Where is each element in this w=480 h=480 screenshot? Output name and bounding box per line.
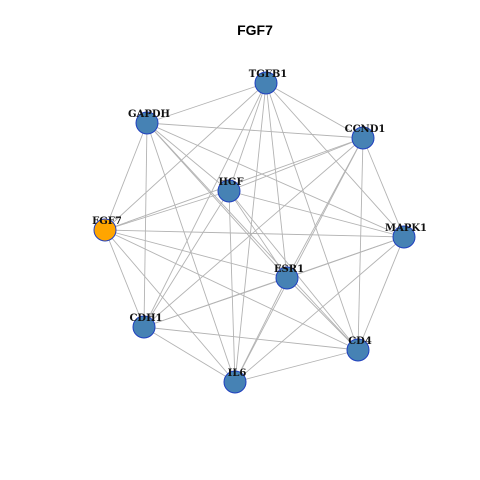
node-esr1: ESR1 <box>274 264 304 290</box>
edge-ccnd1-il6 <box>234 137 364 383</box>
node-il6: IL6 <box>223 368 247 394</box>
node-label-hgf: HGF <box>218 177 243 188</box>
node-label-tgfb1: TGFB1 <box>249 69 288 80</box>
edge-mapk1-il6 <box>234 236 405 383</box>
edge-hgf-il6 <box>228 190 236 383</box>
edge-gapdh-ccnd1 <box>146 122 364 139</box>
edge-gapdh-cd4 <box>146 122 359 351</box>
edge-layer <box>104 82 405 383</box>
edge-gapdh-esr1 <box>146 122 288 279</box>
edge-ccnd1-hgf <box>228 137 364 192</box>
edge-tgfb1-cdh1 <box>143 82 267 328</box>
graph-title: FGF7 <box>237 22 273 38</box>
node-label-cdh1: CDH1 <box>129 313 162 324</box>
edge-ccnd1-cdh1 <box>143 137 364 328</box>
node-circle-tgfb1 <box>254 71 278 95</box>
edge-fgf7-cd4 <box>104 229 359 351</box>
edge-fgf7-mapk1 <box>104 229 405 238</box>
edge-cdh1-il6 <box>143 326 236 383</box>
edge-cdh1-cd4 <box>143 326 359 351</box>
node-label-esr1: ESR1 <box>274 264 304 275</box>
edge-esr1-cdh1 <box>143 277 288 328</box>
edge-fgf7-esr1 <box>104 229 288 279</box>
edge-gapdh-hgf <box>146 122 230 192</box>
node-hgf: HGF <box>217 177 244 203</box>
node-circle-gapdh <box>135 111 159 135</box>
edge-esr1-il6 <box>234 277 288 383</box>
edge-ccnd1-cd4 <box>357 137 364 351</box>
node-circle-cdh1 <box>132 315 156 339</box>
node-label-fgf7: FGF7 <box>92 216 122 227</box>
node-circle-ccnd1 <box>351 126 375 150</box>
edge-gapdh-fgf7 <box>104 122 148 231</box>
node-label-gapdh: GAPDH <box>128 109 170 120</box>
edge-hgf-cdh1 <box>143 190 230 328</box>
edge-fgf7-il6 <box>104 229 236 383</box>
node-gapdh: GAPDH <box>128 109 170 135</box>
node-circle-esr1 <box>275 266 299 290</box>
edge-hgf-esr1 <box>228 190 288 279</box>
node-label-mapk1: MAPK1 <box>385 223 427 234</box>
edge-hgf-mapk1 <box>228 190 405 238</box>
edge-fgf7-cdh1 <box>104 229 145 328</box>
node-circle-hgf <box>217 179 241 203</box>
edge-tgfb1-cd4 <box>265 82 359 351</box>
edge-hgf-fgf7 <box>104 190 230 231</box>
edge-esr1-cd4 <box>286 277 359 351</box>
edge-cd4-il6 <box>234 349 359 383</box>
edge-tgfb1-il6 <box>234 82 267 383</box>
edge-gapdh-cdh1 <box>143 122 148 328</box>
edge-tgfb1-hgf <box>228 82 267 192</box>
node-mapk1: MAPK1 <box>385 223 427 249</box>
node-cd4: CD4 <box>346 336 372 362</box>
node-circle-mapk1 <box>392 225 416 249</box>
edge-ccnd1-mapk1 <box>362 137 405 238</box>
node-label-cd4: CD4 <box>348 336 372 347</box>
node-ccnd1: CCND1 <box>345 124 386 150</box>
node-circle-fgf7 <box>93 218 117 242</box>
edge-tgfb1-gapdh <box>146 82 267 124</box>
edge-tgfb1-mapk1 <box>265 82 405 238</box>
node-label-il6: IL6 <box>228 368 247 379</box>
node-label-ccnd1: CCND1 <box>345 124 386 135</box>
edge-tgfb1-ccnd1 <box>265 82 364 139</box>
node-circle-il6 <box>223 370 247 394</box>
edge-tgfb1-fgf7 <box>104 82 267 231</box>
node-tgfb1: TGFB1 <box>249 69 288 95</box>
node-fgf7: FGF7 <box>92 216 122 242</box>
node-circle-cd4 <box>346 338 370 362</box>
edge-mapk1-cd4 <box>357 236 405 351</box>
node-cdh1: CDH1 <box>129 313 163 339</box>
